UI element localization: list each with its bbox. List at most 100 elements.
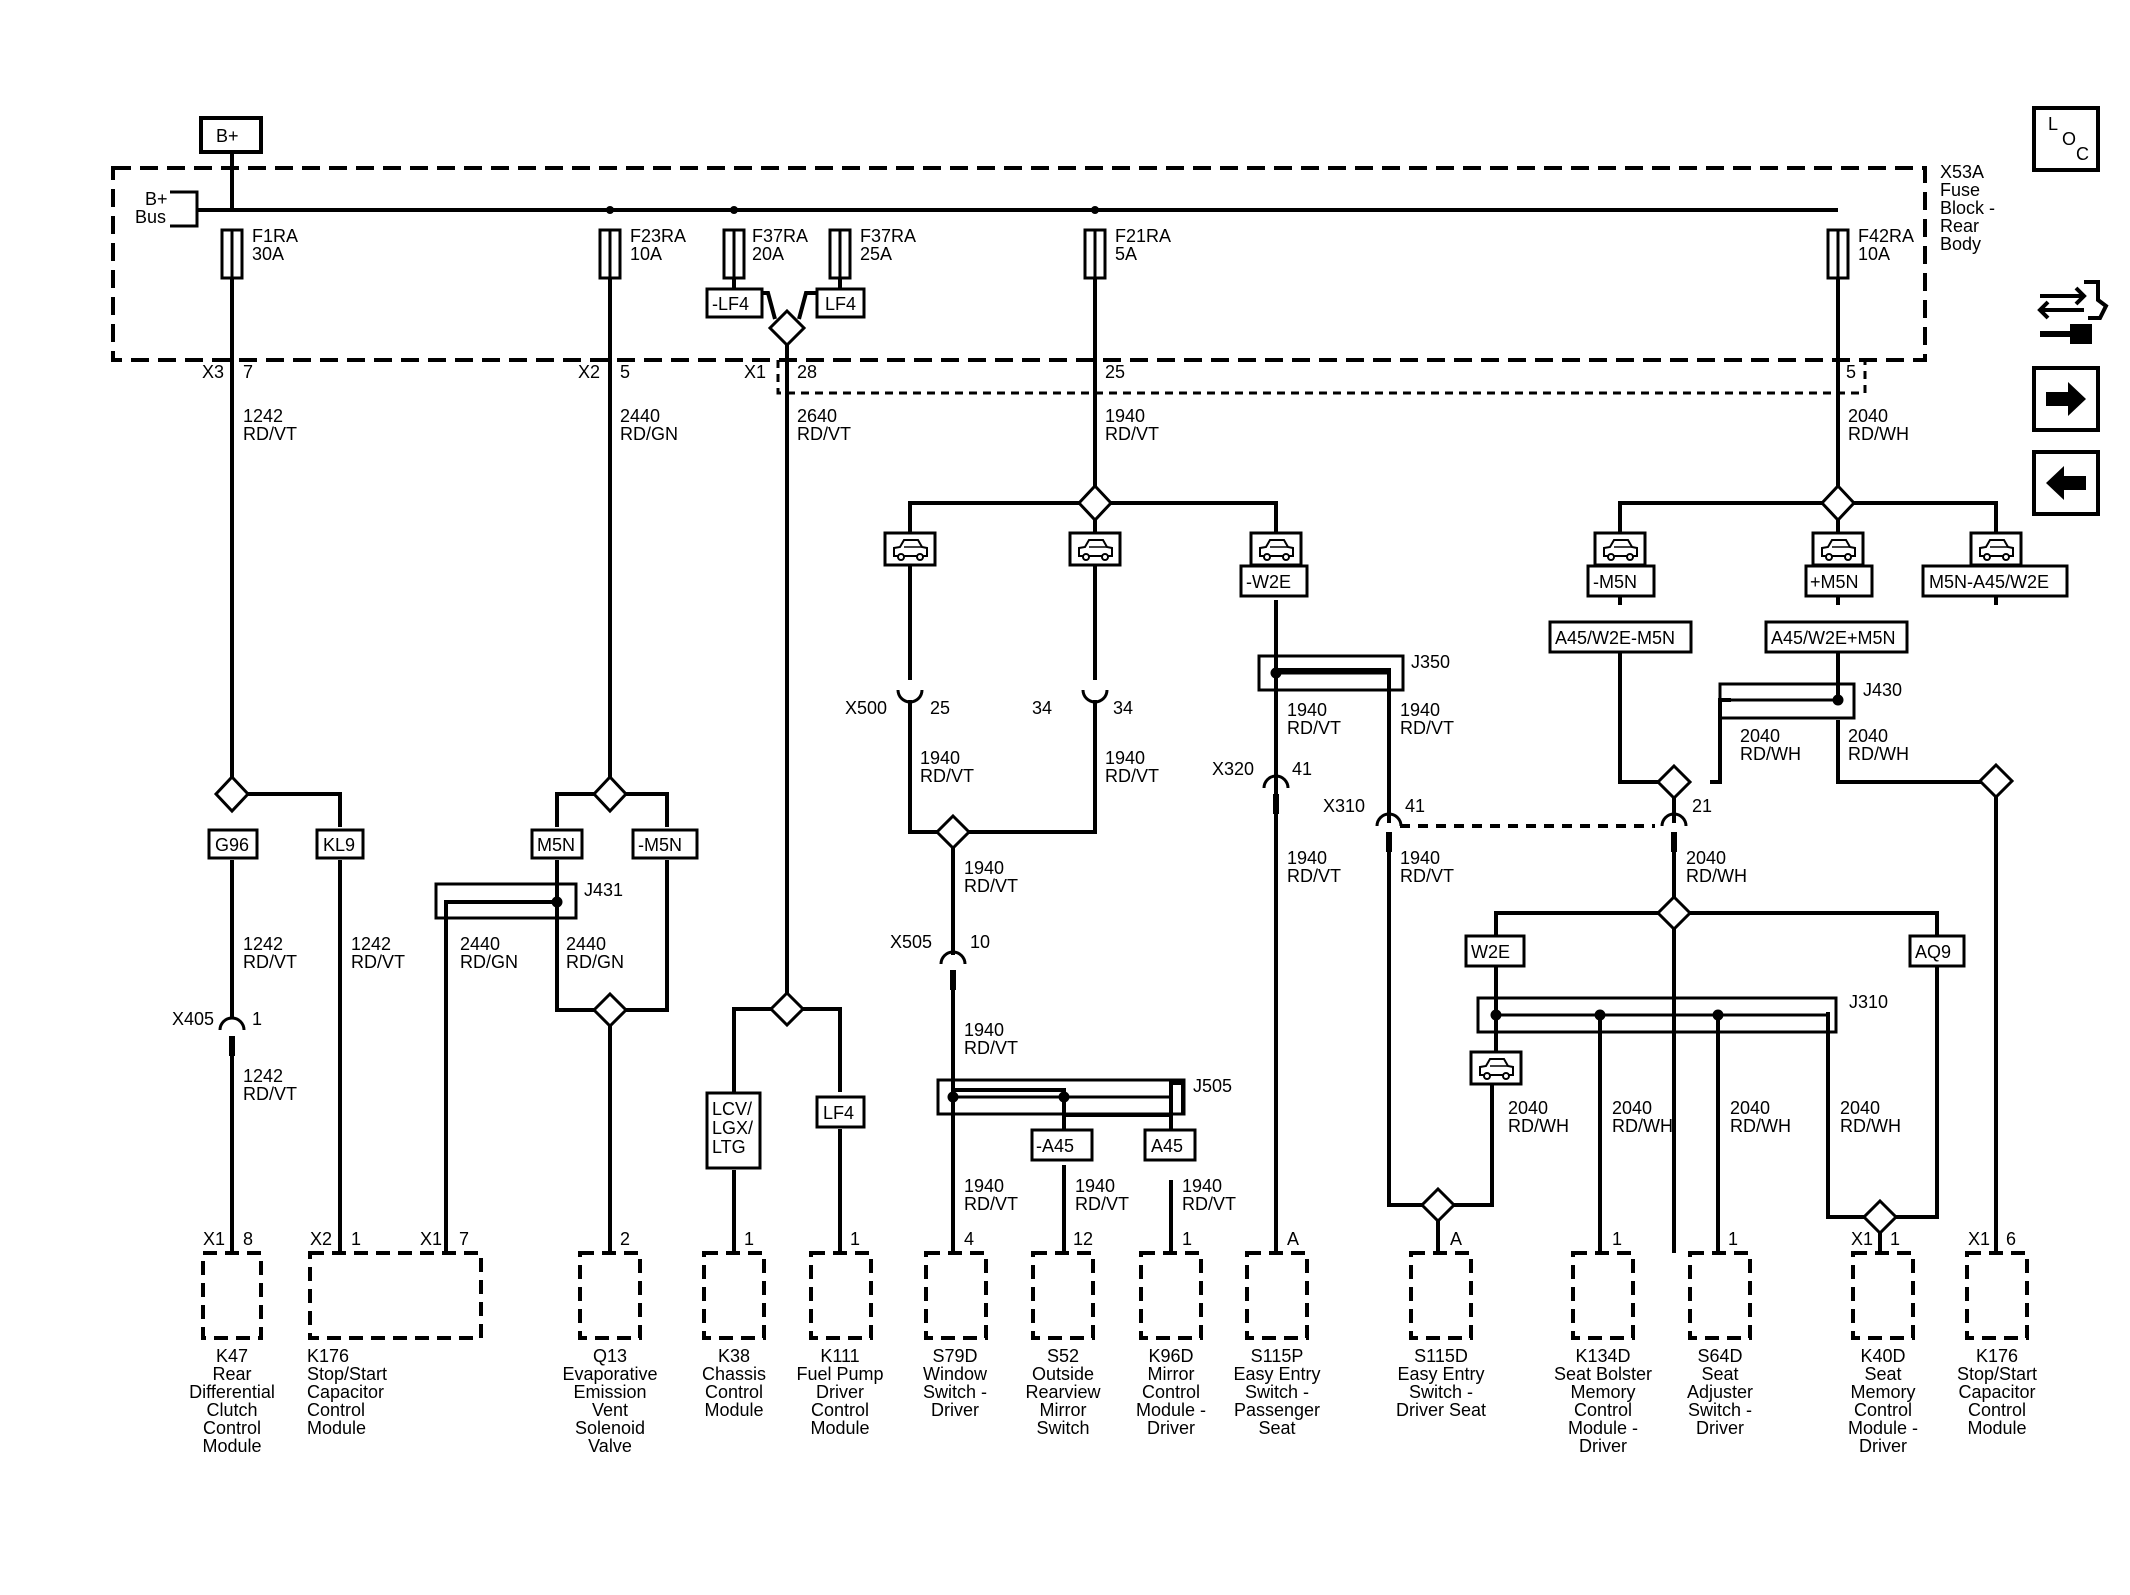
option-box-na45: -A45 bbox=[1030, 1128, 1094, 1162]
svg-text:A: A bbox=[1450, 1229, 1462, 1249]
svg-text:Rearview: Rearview bbox=[1025, 1382, 1101, 1402]
svg-text:RD/VT: RD/VT bbox=[351, 952, 405, 972]
svg-text:RD/VT: RD/VT bbox=[1287, 866, 1341, 886]
svg-text:X405: X405 bbox=[172, 1009, 214, 1029]
svg-text:KL9: KL9 bbox=[323, 835, 355, 855]
svg-text:2440: 2440 bbox=[460, 934, 500, 954]
svg-text:10: 10 bbox=[970, 932, 990, 952]
svg-text:RD/VT: RD/VT bbox=[797, 424, 851, 444]
svg-text:K134D: K134D bbox=[1575, 1346, 1630, 1366]
connector-wrench-icon[interactable] bbox=[2037, 280, 2109, 344]
svg-text:Driver Seat: Driver Seat bbox=[1396, 1400, 1486, 1420]
svg-text:Driver: Driver bbox=[1147, 1418, 1195, 1438]
option-box-lf4-2: LF4 bbox=[815, 1095, 866, 1129]
svg-text:RD/VT: RD/VT bbox=[243, 952, 297, 972]
vehicle-option-icon bbox=[1249, 531, 1303, 567]
svg-text:S115P: S115P bbox=[1251, 1346, 1304, 1366]
option-box-nm5n: -M5N bbox=[631, 828, 699, 860]
svg-text:4: 4 bbox=[964, 1229, 974, 1249]
svg-text:J310: J310 bbox=[1849, 992, 1888, 1012]
svg-text:Outside: Outside bbox=[1032, 1364, 1094, 1384]
svg-text:-LF4: -LF4 bbox=[712, 294, 749, 314]
svg-text:Valve: Valve bbox=[588, 1436, 632, 1456]
svg-text:K38: K38 bbox=[718, 1346, 750, 1366]
svg-text:1940: 1940 bbox=[1105, 406, 1145, 426]
svg-text:Body: Body bbox=[1940, 234, 1981, 254]
svg-text:RD/VT: RD/VT bbox=[964, 876, 1018, 896]
svg-text:Driver: Driver bbox=[816, 1382, 864, 1402]
svg-text:Driver: Driver bbox=[931, 1400, 979, 1420]
svg-text:7: 7 bbox=[243, 362, 253, 382]
svg-text:RD/VT: RD/VT bbox=[964, 1038, 1018, 1058]
svg-text:Switch -: Switch - bbox=[1409, 1382, 1473, 1402]
svg-text:S64D: S64D bbox=[1697, 1346, 1742, 1366]
svg-text:41: 41 bbox=[1405, 796, 1425, 816]
svg-text:+M5N: +M5N bbox=[1810, 572, 1859, 592]
svg-text:Q13: Q13 bbox=[593, 1346, 627, 1366]
svg-text:X310: X310 bbox=[1323, 796, 1365, 816]
svg-text:X2: X2 bbox=[578, 362, 600, 382]
svg-text:Bus: Bus bbox=[135, 207, 166, 227]
svg-text:X3: X3 bbox=[202, 362, 224, 382]
svg-text:A45/W2E+M5N: A45/W2E+M5N bbox=[1771, 628, 1896, 648]
svg-text:Fuse: Fuse bbox=[1940, 180, 1980, 200]
svg-text:Evaporative: Evaporative bbox=[562, 1364, 657, 1384]
svg-text:Driver: Driver bbox=[1696, 1418, 1744, 1438]
svg-text:RD/WH: RD/WH bbox=[1848, 424, 1909, 444]
svg-text:S79D: S79D bbox=[932, 1346, 977, 1366]
svg-text:1940: 1940 bbox=[1105, 748, 1145, 768]
svg-text:1940: 1940 bbox=[1182, 1176, 1222, 1196]
svg-text:1: 1 bbox=[252, 1009, 262, 1029]
svg-text:RD/GN: RD/GN bbox=[566, 952, 624, 972]
svg-text:RD/VT: RD/VT bbox=[1075, 1194, 1129, 1214]
option-box-lcv: LCV/LGX/LTG bbox=[705, 1091, 762, 1170]
option-box-kl9: KL9 bbox=[315, 828, 365, 860]
option-box-m5n: M5N bbox=[530, 828, 584, 860]
svg-text:RD/VT: RD/VT bbox=[920, 766, 974, 786]
loc-button[interactable]: L O C bbox=[2032, 106, 2100, 172]
svg-text:2040: 2040 bbox=[1612, 1098, 1652, 1118]
svg-text:C: C bbox=[2076, 144, 2089, 164]
svg-text:K47: K47 bbox=[216, 1346, 248, 1366]
svg-text:25: 25 bbox=[930, 698, 950, 718]
option-box-a45-w2e-p-m5n: A45/W2E+M5N bbox=[1764, 620, 1909, 654]
svg-text:1: 1 bbox=[744, 1229, 754, 1249]
svg-text:-A45: -A45 bbox=[1036, 1136, 1074, 1156]
next-page-button[interactable] bbox=[2032, 366, 2100, 432]
option-box-nm5n-2: -M5N bbox=[1586, 564, 1656, 598]
svg-text:M5N-A45/W2E: M5N-A45/W2E bbox=[1929, 572, 2049, 592]
svg-text:O: O bbox=[2062, 129, 2076, 149]
svg-text:41: 41 bbox=[1292, 759, 1312, 779]
svg-text:Module: Module bbox=[704, 1400, 763, 1420]
svg-text:Driver: Driver bbox=[1859, 1436, 1907, 1456]
previous-page-button[interactable] bbox=[2032, 450, 2100, 516]
svg-text:1940: 1940 bbox=[1075, 1176, 1115, 1196]
arrow-left-icon bbox=[2046, 466, 2086, 500]
component-boxes bbox=[201, 1251, 2029, 1340]
svg-text:X2: X2 bbox=[310, 1229, 332, 1249]
svg-text:RD/VT: RD/VT bbox=[1400, 718, 1454, 738]
svg-text:Block -: Block - bbox=[1940, 198, 1995, 218]
splice-j505 bbox=[936, 1078, 1186, 1116]
svg-text:X1: X1 bbox=[203, 1229, 225, 1249]
vehicle-option-icon bbox=[1811, 531, 1865, 567]
svg-text:Chassis: Chassis bbox=[702, 1364, 766, 1384]
svg-text:2040: 2040 bbox=[1508, 1098, 1548, 1118]
svg-text:Seat Bolster: Seat Bolster bbox=[1554, 1364, 1652, 1384]
svg-text:Memory: Memory bbox=[1850, 1382, 1915, 1402]
svg-text:Control: Control bbox=[1574, 1400, 1632, 1420]
svg-text:Module -: Module - bbox=[1136, 1400, 1206, 1420]
svg-text:2040: 2040 bbox=[1730, 1098, 1770, 1118]
svg-text:30A: 30A bbox=[252, 244, 284, 264]
svg-text:5: 5 bbox=[1846, 362, 1856, 382]
svg-text:RD/WH: RD/WH bbox=[1508, 1116, 1569, 1136]
svg-text:Differential: Differential bbox=[189, 1382, 275, 1402]
vehicle-option-icon bbox=[1969, 531, 2023, 567]
option-box-w2e: W2E bbox=[1464, 934, 1526, 968]
svg-text:X1: X1 bbox=[744, 362, 766, 382]
